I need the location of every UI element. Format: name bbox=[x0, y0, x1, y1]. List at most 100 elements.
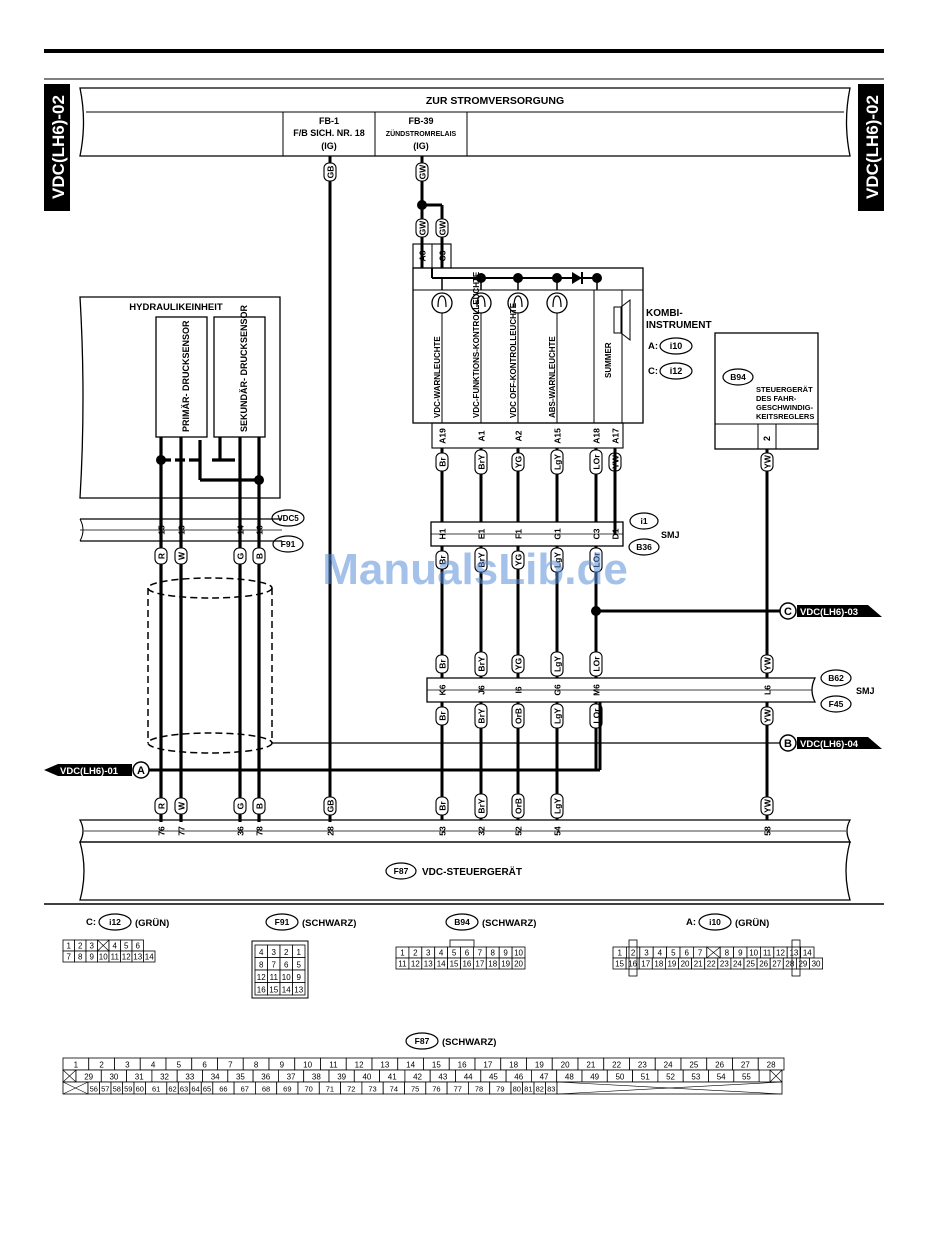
i10-row2-cell-label: 20 bbox=[681, 960, 690, 969]
pre-b62-wire-yg-tag bbox=[511, 654, 525, 674]
fuse2-line3: (IG) bbox=[413, 141, 429, 151]
pinout-f87-conn: F87 bbox=[415, 1036, 430, 1046]
f87-row2-cell-label: 36 bbox=[261, 1073, 270, 1082]
ecu-wire-g-tag bbox=[233, 797, 247, 815]
b94-row2-cell bbox=[511, 957, 526, 970]
i12-row2-cell-label: 9 bbox=[90, 953, 95, 962]
junction-dot bbox=[591, 606, 601, 616]
cruise-wire-yw-tag bbox=[760, 452, 774, 472]
kombi-power-pin-2: C3 bbox=[438, 250, 448, 261]
ref-a-letter: A bbox=[137, 765, 145, 777]
b94-row1-cell-label: 1 bbox=[400, 949, 405, 958]
i10-row2-cell-label: 24 bbox=[733, 960, 742, 969]
f45-wire-lgy: LgY bbox=[553, 708, 563, 724]
b94-row1-cell-label: 7 bbox=[478, 949, 483, 958]
f91-pin-b: 16 bbox=[255, 525, 265, 535]
f87-row1-cell-label: 3 bbox=[125, 1061, 130, 1070]
kombi-pin-ywk: A17 bbox=[611, 428, 621, 444]
ecu-wire-w-tag bbox=[174, 797, 188, 815]
f87-row1-cell-label: 10 bbox=[303, 1061, 312, 1070]
i12-row1-cell-label: 1 bbox=[67, 942, 72, 951]
i12-row1-cell-label: 2 bbox=[78, 942, 83, 951]
f87-row2-cell-label: 34 bbox=[211, 1073, 220, 1082]
b36-wire-lgy: LgY bbox=[553, 552, 563, 568]
f87-row1-cell-label: 16 bbox=[458, 1061, 467, 1070]
i10-row2-cell-label: 23 bbox=[720, 960, 729, 969]
f87-row2-cell-label: 43 bbox=[438, 1073, 447, 1082]
i1-pin-ywk: D1 bbox=[611, 528, 621, 539]
f45-wire-lor: LOr bbox=[592, 708, 602, 724]
i10-row2-cell-label: 16 bbox=[628, 960, 637, 969]
f87-row1-cell-label: 7 bbox=[228, 1061, 233, 1070]
kombi-wire-bry-tag bbox=[474, 449, 488, 475]
f91-row2-cell-label: 7 bbox=[272, 961, 277, 970]
i12-row2-cell-label: 13 bbox=[133, 953, 142, 962]
b94-row1-cell-label: 8 bbox=[491, 949, 496, 958]
kombi-pin-br: A19 bbox=[438, 428, 448, 444]
f91-wire-w: W bbox=[177, 551, 187, 560]
ecu-wire-yg: OrB bbox=[514, 798, 524, 814]
b62-pin-lgy: G6 bbox=[553, 684, 563, 696]
f87-row3-cell-label: 70 bbox=[304, 1085, 312, 1094]
kombi-pin-lgy: A15 bbox=[553, 428, 563, 444]
f87-row1-cell-label: 26 bbox=[715, 1061, 724, 1070]
f87-row1-cell-label: 2 bbox=[99, 1061, 104, 1070]
f87-row3-cell-label: 69 bbox=[283, 1085, 291, 1094]
b36-wire-bry-tag bbox=[474, 547, 488, 573]
f87-row1-cell-label: 4 bbox=[151, 1061, 156, 1070]
pre-b62-wire-lgy: LgY bbox=[553, 656, 563, 672]
pinout-b94-conn: B94 bbox=[454, 917, 470, 927]
f87-row3-cell-label: 66 bbox=[219, 1085, 227, 1094]
ecu-pin-g: 36 bbox=[236, 826, 246, 836]
i10-row2-cell-label: 26 bbox=[759, 960, 768, 969]
ecu-wire-b: B bbox=[255, 803, 265, 809]
f87-row2-cell-label: 32 bbox=[160, 1073, 169, 1082]
ecu-wire-gb: GB bbox=[326, 800, 336, 813]
b36-wire-br-tag bbox=[435, 550, 449, 570]
f87-row2-cell-label: 30 bbox=[109, 1073, 118, 1082]
pinout-i12-prefix: C: bbox=[86, 917, 96, 928]
i10-row1-cell-label: 10 bbox=[749, 949, 758, 958]
f87-row1-cell-label: 28 bbox=[767, 1061, 776, 1070]
i10-row1-cell-label: 13 bbox=[789, 949, 798, 958]
ecu-wire-yw-tag bbox=[760, 796, 774, 816]
ecu-pin-b: 78 bbox=[255, 826, 265, 836]
f87-row3-cell-label: 75 bbox=[411, 1085, 419, 1094]
f87-row1-cell-label: 8 bbox=[254, 1061, 259, 1070]
kombi-conn-c-prefix: C: bbox=[648, 366, 658, 377]
kombi-power-pin-1: A8 bbox=[418, 250, 428, 261]
b94-row2-cell-label: 14 bbox=[437, 960, 446, 969]
f87-row3-cell-label: 74 bbox=[390, 1085, 398, 1094]
top-wire-gb-tag bbox=[323, 162, 337, 182]
b62-pin-br: K6 bbox=[438, 684, 448, 695]
i1-pin-br: H1 bbox=[438, 528, 448, 539]
f91-pin-w: 13 bbox=[177, 525, 187, 535]
f45-wire-bry: BrY bbox=[477, 708, 487, 723]
f87-row3-cell-label: 67 bbox=[241, 1085, 249, 1094]
f87-row3-cell-label: 59 bbox=[124, 1085, 132, 1094]
f87-row2-cell-label: 29 bbox=[84, 1073, 93, 1082]
kombi-wire-bry: BrY bbox=[477, 454, 487, 469]
power-supply-bar: ZUR STROMVERSORGUNG FB-1 F/B SICH. NR. 1… bbox=[79, 87, 851, 157]
ref-c-text: VDC(LH6)-03 bbox=[800, 607, 858, 618]
b36-wire-lor: LOr bbox=[592, 552, 602, 568]
f87-row2-cell-label: 46 bbox=[514, 1073, 523, 1082]
f91-wire-w-tag bbox=[174, 547, 188, 565]
b94-row2-cell-label: 17 bbox=[475, 960, 484, 969]
f45-wire-br-tag bbox=[435, 706, 449, 726]
cruise-pin: 2 bbox=[762, 436, 772, 441]
f91-pin-r: 15 bbox=[157, 525, 167, 535]
b94-row2-cell-label: 13 bbox=[424, 960, 433, 969]
kombi-conn-c: i12 bbox=[670, 366, 683, 376]
f45-wire-lgy-tag bbox=[550, 703, 564, 729]
b94-row2-cell-label: 18 bbox=[488, 960, 497, 969]
top-wire-gw-tag bbox=[415, 162, 429, 182]
pinout-i10-color: (GRÜN) bbox=[735, 918, 769, 929]
f87-row1-cell-label: 12 bbox=[355, 1061, 364, 1070]
pre-b62-wire-yw: YW bbox=[763, 656, 773, 671]
fuse1-line3: (IG) bbox=[321, 141, 337, 151]
ecu-wire-r: R bbox=[157, 803, 167, 809]
ecu-connector-band bbox=[78, 819, 852, 843]
kombi-pin-bry: A1 bbox=[477, 430, 487, 441]
i10-row1-cell-label: 11 bbox=[763, 949, 772, 958]
